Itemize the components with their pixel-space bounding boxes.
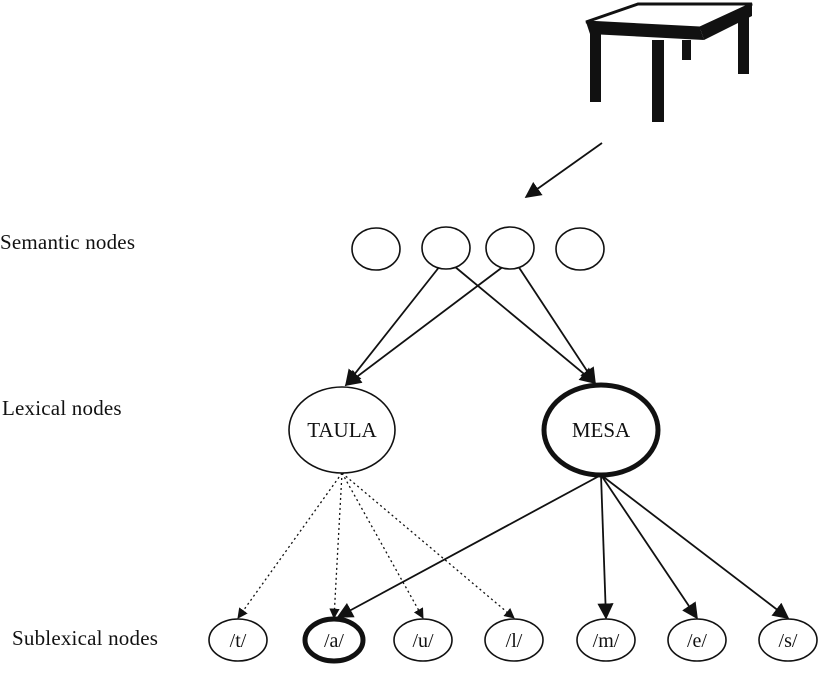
edge-sem-2-to-mesa xyxy=(453,265,597,385)
sublexical-node-t-label: /t/ xyxy=(230,630,247,652)
lexical-node-mesa: MESA xyxy=(541,382,661,478)
sublexical-node-e-label: /e/ xyxy=(687,630,707,652)
sublexical-node-m-label: /m/ xyxy=(593,630,620,652)
edge-sem-3-to-mesa xyxy=(517,265,596,385)
sublexical-node-e-shape xyxy=(667,618,727,662)
edge-taula-to-l xyxy=(341,472,515,619)
lexical-node-taula-shape xyxy=(288,386,396,474)
lexical-node-taula: TAULA xyxy=(288,386,396,474)
lexical-node-mesa-label: MESA xyxy=(572,418,631,442)
edge-taula-to-a xyxy=(329,472,343,620)
semantic-node-2 xyxy=(421,226,471,270)
edge-picture-to-semantic-layer xyxy=(524,142,603,198)
sublexical-node-e: /e/ xyxy=(667,618,727,662)
edge-mesa-to-e xyxy=(600,474,698,620)
sublexical-node-u-label: /u/ xyxy=(412,630,434,652)
sublexical-node-m-shape xyxy=(576,618,636,662)
lexical-node-taula-label: TAULA xyxy=(307,418,377,442)
sublexical-node-t-shape xyxy=(208,618,268,662)
edges-layer xyxy=(237,142,790,620)
sublexical-node-s-label: /s/ xyxy=(779,630,798,652)
sublexical-node-s-shape xyxy=(758,618,818,662)
sublexical-node-a-shape xyxy=(302,616,366,664)
edge-taula-to-u xyxy=(341,472,424,619)
sublexical-node-m: /m/ xyxy=(576,618,636,662)
semantic-node-3 xyxy=(485,226,535,270)
lexical-node-mesa-shape xyxy=(541,382,661,478)
semantic-nodes-label: Semantic nodes xyxy=(0,230,136,254)
semantic-node-1 xyxy=(351,227,401,271)
sublexical-node-t: /t/ xyxy=(208,618,268,662)
edge-sem-3-to-taula xyxy=(344,265,505,386)
sublexical-node-a: /a/ xyxy=(302,616,366,664)
sublexical-node-l-shape xyxy=(484,618,544,662)
edge-taula-to-t xyxy=(237,472,343,619)
lexical-nodes-label: Lexical nodes xyxy=(2,396,122,420)
semantic-node-4 xyxy=(555,227,605,271)
sublexical-node-u: /u/ xyxy=(393,618,453,662)
sublexical-node-u-shape xyxy=(393,618,453,662)
edge-mesa-to-s xyxy=(600,474,790,619)
table-icon xyxy=(585,2,753,122)
nodes-layer: TAULA MESA/t/ /a/ /u/ /l/ /m/ /e/ /s/ xyxy=(208,226,818,664)
sublexical-node-s: /s/ xyxy=(758,618,818,662)
sublexical-node-l-label: /l/ xyxy=(506,630,523,652)
sublexical-node-l: /l/ xyxy=(484,618,544,662)
edge-sem-2-to-taula xyxy=(344,265,441,387)
edge-mesa-to-a xyxy=(336,474,602,618)
edge-mesa-to-m xyxy=(597,474,614,620)
sublexical-nodes-label: Sublexical nodes xyxy=(12,626,159,650)
sublexical-node-a-label: /a/ xyxy=(324,630,344,652)
